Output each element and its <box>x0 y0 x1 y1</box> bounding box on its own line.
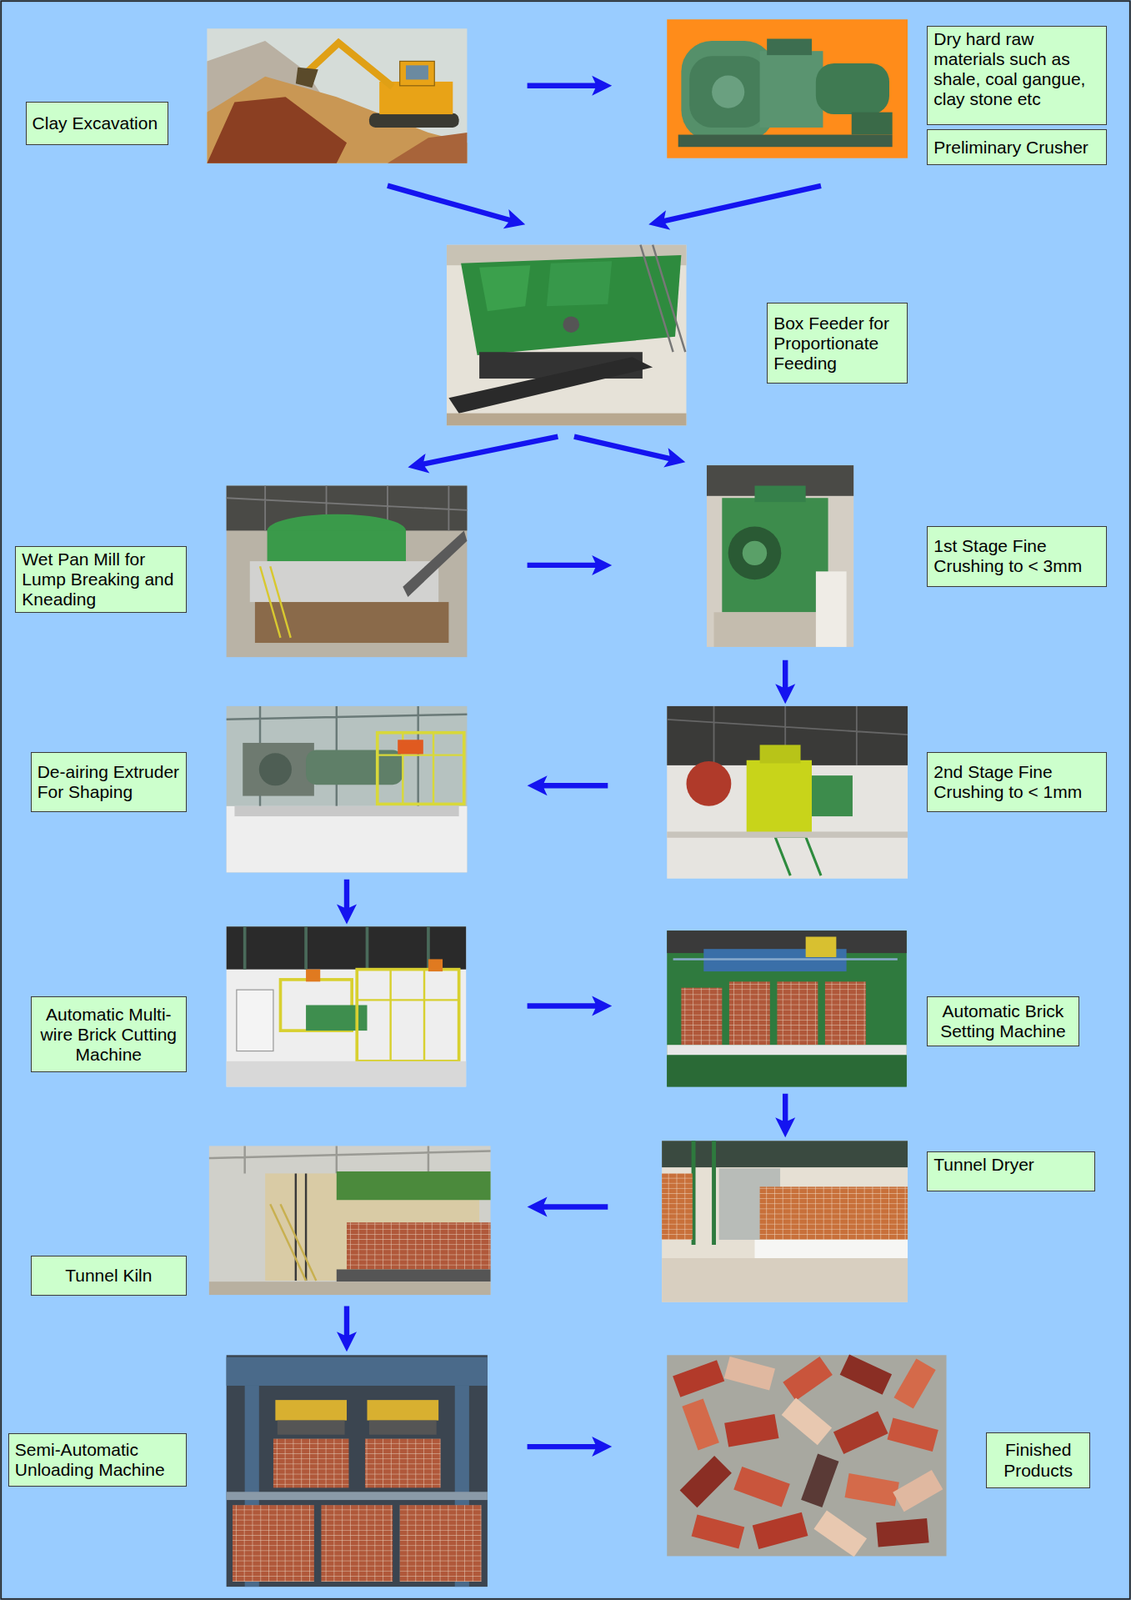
process-stage: Semi-Automatic Unloading Machine <box>8 1354 488 1587</box>
process-stage: 1st Stage Fine Crushing to < 3mm <box>706 465 1106 647</box>
process-stage: Clay Excavation <box>25 28 468 164</box>
flow-arrow <box>386 183 526 230</box>
finished-bricks-photo <box>666 1353 946 1557</box>
unloading-machine-photo <box>226 1354 488 1587</box>
flow-arrow <box>648 183 822 231</box>
stage-label-box: Dry hard raw materials such as shale, co… <box>926 25 1106 126</box>
stage-label: Clay Excavation <box>32 113 159 134</box>
process-stage: Automatic Brick Setting Machine <box>666 930 1079 1086</box>
flow-arrow <box>336 879 357 925</box>
stage-label-box: Box Feeder for Proportionate Feeding <box>766 302 908 384</box>
stage-label: Wet Pan Mill for Lump Breaking and Knead… <box>21 549 181 610</box>
kiln-photo <box>209 1145 491 1295</box>
box-feeder-photo <box>446 245 687 426</box>
stage-label: 2nd Stage Fine Crushing to < 1mm <box>933 761 1100 802</box>
stage-label-box: Wet Pan Mill for Lump Breaking and Knead… <box>15 545 187 613</box>
fine-crusher-photo <box>666 705 908 879</box>
process-stage: 2nd Stage Fine Crushing to < 1mm <box>666 705 1106 879</box>
excavation-photo <box>206 28 467 164</box>
stage-label: Automatic Brick Setting Machine <box>933 1000 1072 1041</box>
stage-label-box: Clay Excavation <box>25 101 169 145</box>
fine-crusher-photo <box>706 465 854 647</box>
flow-arrow <box>527 1436 613 1457</box>
dryer-photo <box>661 1140 908 1302</box>
process-stage: Wet Pan Mill for Lump Breaking and Knead… <box>15 485 467 657</box>
stage-label-box: Automatic Multi-wire Brick Cutting Machi… <box>30 995 187 1072</box>
cutting-machine-photo <box>226 925 467 1086</box>
extruder-photo <box>226 705 468 872</box>
stage-label: Dry hard raw materials such as shale, co… <box>933 29 1100 111</box>
process-stage: Finished Products <box>666 1354 1091 1556</box>
stage-label: De-airing Extruder For Shaping <box>37 761 181 802</box>
flow-arrow <box>336 1306 357 1352</box>
process-stage: De-airing Extruder For Shaping <box>30 705 468 872</box>
flow-arrow <box>527 995 613 1016</box>
flow-arrow <box>407 434 559 474</box>
wet-pan-mill-photo <box>226 485 468 658</box>
stage-label-box: Preliminary Crusher <box>926 129 1106 166</box>
stage-label-box: 1st Stage Fine Crushing to < 3mm <box>926 525 1106 586</box>
flow-arrow <box>775 660 796 705</box>
stage-label: Semi-Automatic Unloading Machine <box>15 1439 181 1480</box>
process-stage: Tunnel Dryer <box>661 1140 1096 1302</box>
stage-label-box: Automatic Brick Setting Machine <box>926 995 1079 1046</box>
process-stage: Box Feeder for Proportionate Feeding <box>446 245 908 426</box>
flow-arrow <box>527 75 613 96</box>
stage-label: 1st Stage Fine Crushing to < 3mm <box>933 535 1100 576</box>
stage-label: Tunnel Kiln <box>65 1265 152 1286</box>
crusher-photo <box>666 19 908 158</box>
stage-label-box: De-airing Extruder For Shaping <box>30 751 187 812</box>
stage-label: Box Feeder for Proportionate Feeding <box>773 313 901 374</box>
stage-label-box: 2nd Stage Fine Crushing to < 1mm <box>926 751 1106 812</box>
stage-label-box: Tunnel Dryer <box>926 1151 1096 1192</box>
flow-arrow <box>775 1093 796 1138</box>
stage-label-box: Finished Products <box>985 1431 1091 1488</box>
process-stage: Automatic Multi-wire Brick Cutting Machi… <box>30 925 466 1086</box>
stage-label: Automatic Multi-wire Brick Cutting Machi… <box>37 1004 181 1065</box>
setting-machine-photo <box>666 930 907 1086</box>
flow-arrow <box>573 434 686 468</box>
stage-label: Finished Products <box>992 1439 1084 1480</box>
process-stage: Dry hard raw materials such as shale, co… <box>666 19 1106 166</box>
flow-arrow <box>527 775 609 796</box>
stage-label: Preliminary Crusher <box>933 137 1089 158</box>
process-stage: Tunnel Kiln <box>30 1145 491 1296</box>
flow-arrow <box>527 1196 609 1217</box>
stage-label: Tunnel Dryer <box>933 1154 1035 1175</box>
flow-arrow <box>527 555 613 576</box>
stage-label-box: Tunnel Kiln <box>30 1255 187 1296</box>
stage-label-box: Semi-Automatic Unloading Machine <box>8 1432 187 1487</box>
